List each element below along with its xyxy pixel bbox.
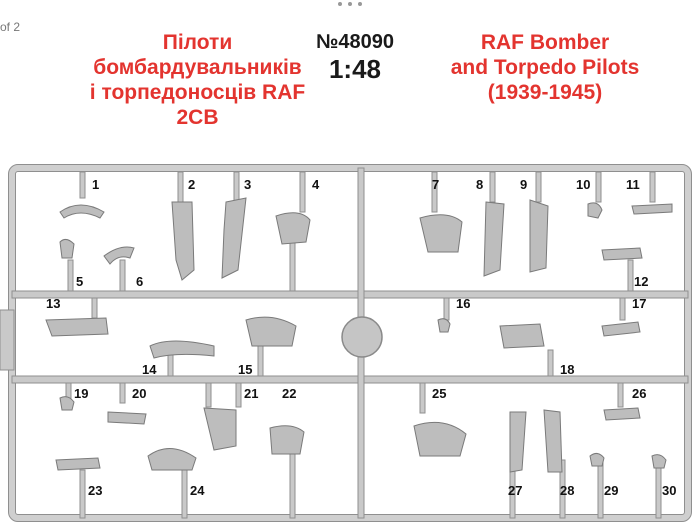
page-indicator: of 2 — [0, 20, 21, 34]
title-en-line-1: RAF Bomber — [480, 31, 610, 54]
part-26 — [603, 407, 641, 421]
part-label-29: 29 — [604, 483, 618, 498]
part-label-28: 28 — [560, 483, 574, 498]
title-en-line-2: and Torpedo Pilots — [450, 56, 640, 79]
part-4 — [275, 212, 311, 245]
part-label-26: 26 — [632, 386, 646, 401]
part-label-2: 2 — [188, 177, 195, 192]
part-3 — [221, 197, 247, 279]
part-label-17: 17 — [632, 296, 646, 311]
sprue-diagram: 1 2 3 4 5 6 7 8 9 10 11 12 13 14 15 16 1… — [0, 164, 692, 522]
part-label-12: 12 — [634, 274, 648, 289]
title-english: RAF Bomber and Torpedo Pilots (1939-1945… — [440, 30, 650, 105]
part-label-5: 5 — [76, 274, 83, 289]
figure-parts — [45, 197, 673, 473]
title-ua-line-3: і торпедоносців RAF 2СВ — [89, 81, 306, 129]
part-label-4: 4 — [312, 177, 320, 192]
part-label-10: 10 — [576, 177, 590, 192]
part-30 — [651, 454, 667, 469]
part-11 — [631, 203, 673, 215]
title-ua-line-1: Пілоти — [162, 31, 233, 54]
sprue-tab-left — [0, 309, 15, 371]
part-23 — [55, 457, 101, 471]
part-13 — [45, 317, 109, 337]
title-ua-line-2: бомбардувальників — [93, 56, 302, 79]
part-label-7: 7 — [432, 177, 439, 192]
part-labels: 1 2 3 4 5 6 7 8 9 10 11 12 13 14 15 16 1… — [46, 177, 676, 498]
part-label-30: 30 — [662, 483, 676, 498]
part-label-25: 25 — [432, 386, 446, 401]
part-label-15: 15 — [238, 362, 252, 377]
catalog-number: №48090 — [316, 31, 394, 53]
part-label-9: 9 — [520, 177, 527, 192]
part-label-14: 14 — [142, 362, 157, 377]
part-8 — [483, 201, 505, 277]
part-label-21: 21 — [244, 386, 258, 401]
part-label-22: 22 — [282, 386, 296, 401]
part-22 — [269, 425, 305, 455]
part-14 — [149, 340, 215, 359]
part-1 — [59, 204, 105, 219]
part-label-1: 1 — [92, 177, 99, 192]
part-label-13: 13 — [46, 296, 60, 311]
sprue-gates — [65, 171, 662, 519]
title-en-line-3: (1939-1945) — [487, 81, 603, 104]
part-label-20: 20 — [132, 386, 146, 401]
part-17 — [601, 321, 641, 337]
part-label-16: 16 — [456, 296, 470, 311]
part-6 — [103, 246, 135, 265]
part-5 — [59, 238, 75, 259]
part-label-6: 6 — [136, 274, 143, 289]
catalog-block: №48090 1:48 — [300, 30, 410, 84]
more-options-icon[interactable] — [338, 0, 362, 8]
part-label-18: 18 — [560, 362, 574, 377]
part-label-8: 8 — [476, 177, 483, 192]
part-20 — [107, 411, 147, 425]
part-label-27: 27 — [508, 483, 522, 498]
part-19 — [59, 396, 75, 411]
part-25 — [413, 421, 467, 457]
part-7 — [419, 214, 463, 253]
part-18 — [499, 323, 545, 349]
part-label-3: 3 — [244, 177, 251, 192]
sprue-runner-mid-1 — [11, 290, 689, 299]
sprue-center-disk — [341, 316, 383, 358]
sprue-runner-mid-2 — [11, 375, 689, 384]
part-2 — [171, 201, 195, 281]
part-12 — [601, 247, 643, 261]
scale-label: 1:48 — [328, 54, 382, 84]
part-label-23: 23 — [88, 483, 102, 498]
part-21 — [203, 407, 237, 451]
part-9 — [529, 199, 549, 273]
part-24 — [147, 448, 197, 471]
part-label-11: 11 — [626, 177, 640, 192]
part-28 — [543, 409, 563, 473]
part-15 — [245, 316, 297, 347]
part-27 — [509, 411, 527, 473]
part-29 — [589, 452, 605, 467]
part-label-19: 19 — [74, 386, 88, 401]
part-label-24: 24 — [190, 483, 205, 498]
title-ukrainian: Пілоти бомбардувальників і торпедоносців… — [85, 30, 310, 130]
part-10 — [587, 202, 603, 219]
part-16 — [437, 318, 451, 333]
